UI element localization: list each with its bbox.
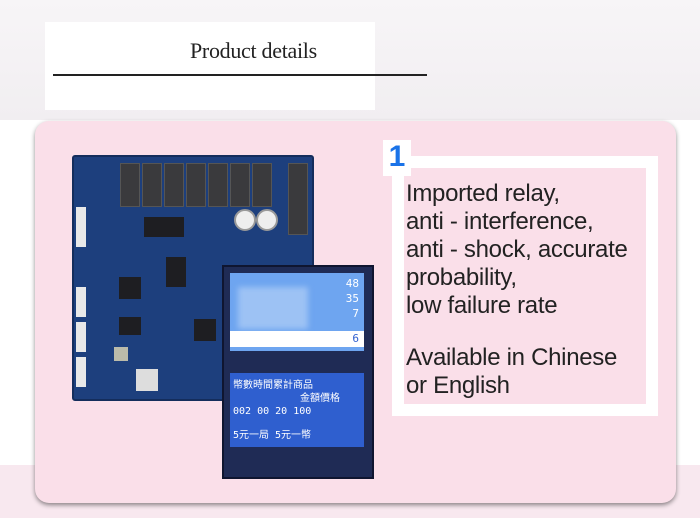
lcd-row: 幣數時間累計商品 [233,380,313,391]
lcd-row: 5元一局 5元一幣 [233,430,312,441]
feature-line: Imported relay, [406,180,560,207]
connector [76,357,86,387]
language-line: or English [406,372,510,399]
capacitor [234,209,256,231]
lcd-highlight [230,331,364,347]
relay [120,163,140,207]
button-component [114,347,128,361]
feature-inner [404,168,646,404]
relay [164,163,184,207]
feature-box [392,156,658,416]
language-line: Available in Chinese [406,344,618,371]
connector [76,207,86,247]
lcd-blur [238,287,308,329]
feature-line: probability, [406,264,517,291]
lcd-row: 002 00 20 100 [233,406,312,417]
lcd-value: 48 [345,277,359,290]
lcd-display: 48 35 7 6 幣數時間累計商品 金額價格 002 00 20 100 5元… [222,265,374,479]
feature-number: 1 [383,140,411,176]
relay [230,163,250,207]
page-title: Product details [190,38,317,63]
lcd-bottom-screen: 幣數時間累計商品 金額價格 002 00 20 100 5元一局 5元一幣 [230,373,364,447]
feature-description: Imported relay, anti - interference, ant… [406,180,656,320]
chip [194,319,216,341]
connector [76,322,86,352]
lcd-top-screen: 48 35 7 6 [230,273,364,351]
header-panel [45,22,375,110]
capacitor [256,209,278,231]
header-band [0,0,700,120]
chip [166,257,186,287]
relay [186,163,206,207]
language-note: Available in Chinese or English [406,344,656,400]
relay [252,163,272,207]
feature-line: low failure rate [406,292,558,319]
product-image: 48 35 7 6 幣數時間累計商品 金額價格 002 00 20 100 5元… [72,155,374,480]
relay [288,163,308,235]
connector [76,287,86,317]
chip [144,217,184,237]
module [136,369,158,391]
feature-line: anti - shock, accurate [406,236,628,263]
title-underline [53,74,427,76]
lcd-value: 35 [345,292,359,305]
lcd-row: 金額價格 [300,393,340,404]
chip [119,317,141,335]
lcd-value: 7 [352,307,359,320]
relay [142,163,162,207]
relay [208,163,228,207]
lcd-value: 6 [352,332,359,345]
feature-line: anti - interference, [406,208,594,235]
chip [119,277,141,299]
